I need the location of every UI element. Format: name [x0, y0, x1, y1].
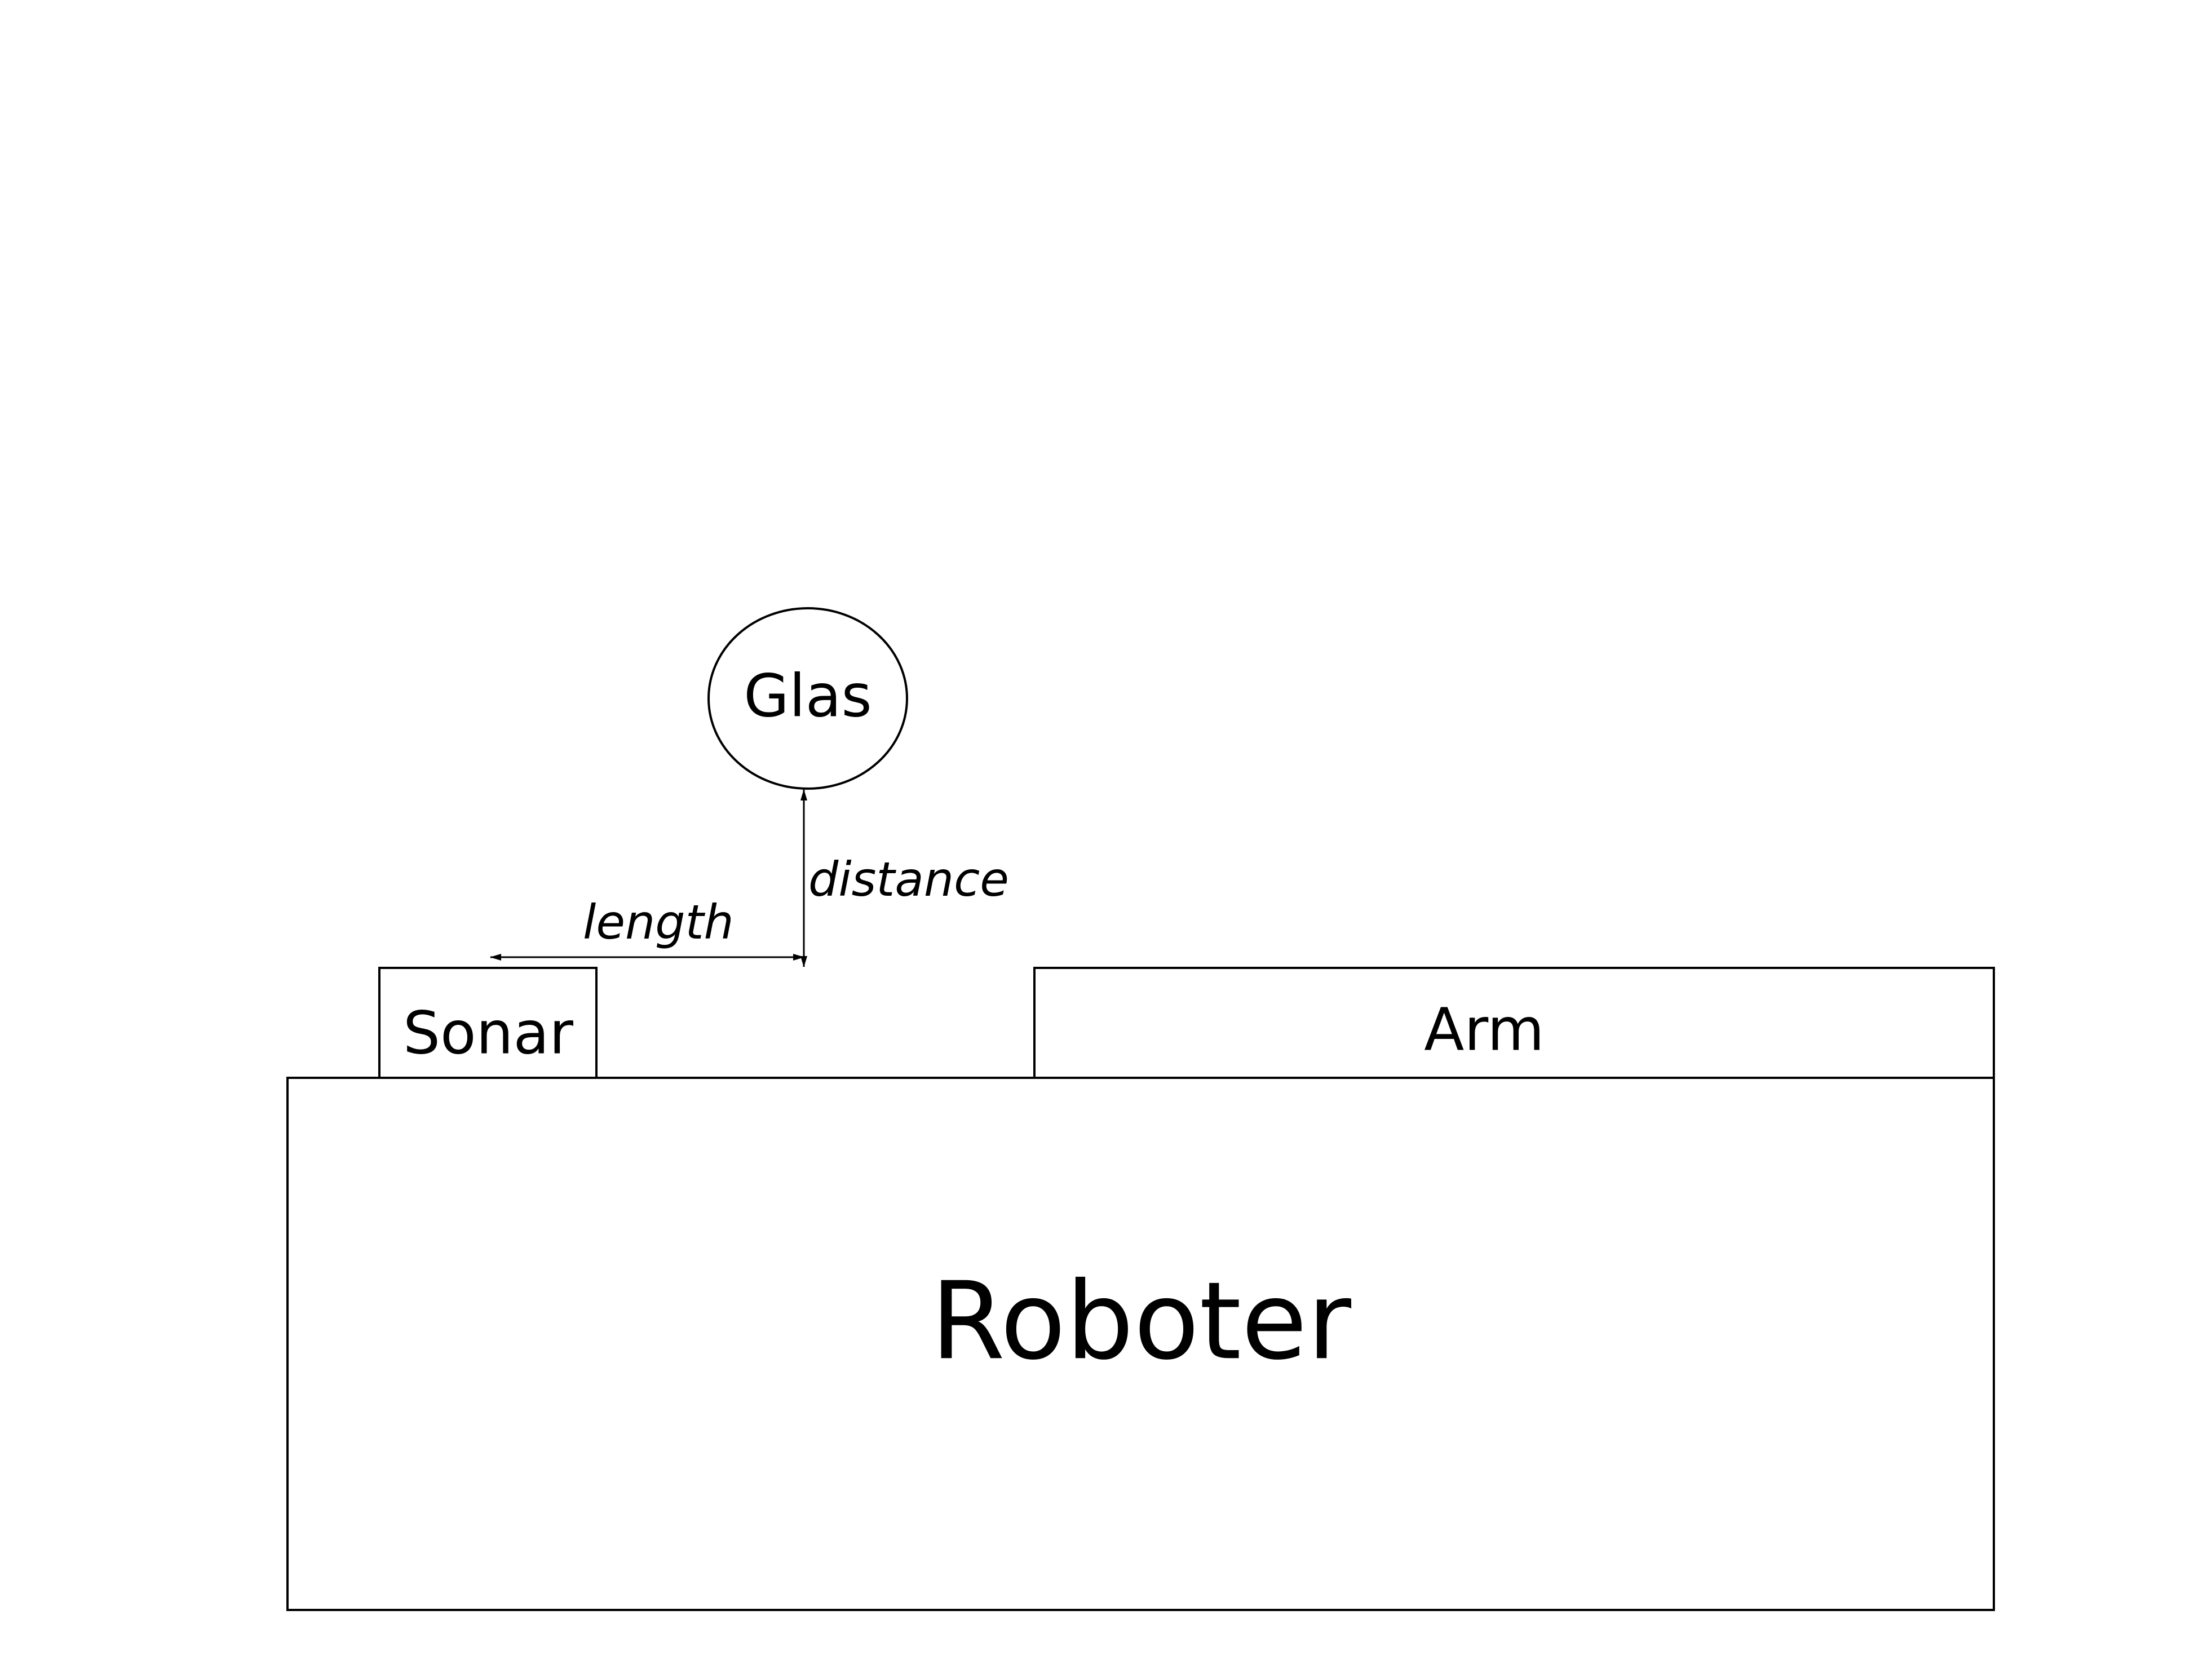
distance-dimension: distance: [800, 789, 1009, 967]
robot-body: Roboter: [286, 1077, 1995, 1611]
length-label: length: [583, 895, 734, 950]
glass-label: Glas: [744, 661, 871, 730]
sonar-box: Sonar: [378, 967, 598, 1079]
sonar-box-rect: [378, 967, 598, 1079]
arm-box: Arm: [1033, 967, 1995, 1079]
length-dimension: length: [490, 895, 804, 961]
robot-body-label: Roboter: [931, 1259, 1352, 1383]
sonar-label: Sonar: [403, 998, 573, 1067]
distance-label: distance: [808, 852, 1009, 907]
arm-box-rect: [1033, 967, 1995, 1079]
glass-ellipse: [707, 607, 908, 790]
robot-body-box: [286, 1077, 1995, 1611]
arm-label: Arm: [1424, 995, 1544, 1064]
glass-node: Glas: [707, 607, 908, 790]
